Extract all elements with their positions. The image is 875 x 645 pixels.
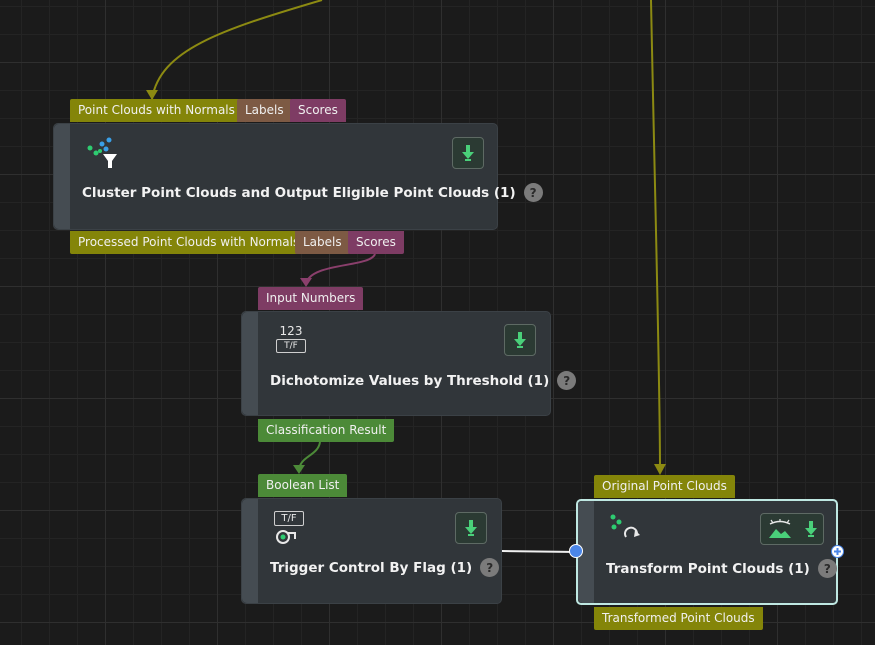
node-handle[interactable] bbox=[242, 312, 258, 415]
download-button[interactable] bbox=[452, 137, 484, 169]
number-to-boolean-icon: 123 T/F bbox=[276, 324, 306, 353]
port-output-scores[interactable]: Scores bbox=[348, 231, 404, 254]
download-arrow-icon bbox=[462, 145, 474, 161]
node-title-text: Cluster Point Clouds and Output Eligible… bbox=[82, 184, 516, 201]
download-arrow-icon bbox=[514, 332, 526, 348]
connection-input-anchor[interactable] bbox=[569, 544, 583, 558]
node-title: Trigger Control By Flag (1) ? bbox=[270, 558, 500, 577]
visualize-eye-icon[interactable] bbox=[767, 519, 793, 539]
node-dichotomize-values[interactable]: 123 T/F Dichotomize Values by Threshold … bbox=[241, 311, 577, 416]
port-output-labels[interactable]: Labels bbox=[295, 231, 350, 254]
trigger-flag-icon: T/F bbox=[274, 511, 308, 550]
port-input-point-clouds-with-normals[interactable]: Point Clouds with Normals bbox=[70, 99, 243, 122]
port-input-labels[interactable]: Labels bbox=[237, 99, 292, 122]
wire-arrowhead bbox=[293, 465, 305, 474]
add-output-connection-icon[interactable] bbox=[831, 545, 844, 558]
node-title-text: Trigger Control By Flag (1) bbox=[270, 559, 473, 576]
node-action-group bbox=[760, 513, 824, 545]
wire-trigger-to-transform bbox=[501, 550, 578, 553]
port-output-transformed-point-clouds[interactable]: Transformed Point Clouds bbox=[594, 607, 763, 630]
node-title-text: Dichotomize Values by Threshold (1) bbox=[270, 372, 550, 389]
download-arrow-icon[interactable] bbox=[804, 520, 818, 538]
node-handle[interactable] bbox=[242, 499, 258, 603]
download-arrow-icon bbox=[465, 520, 477, 536]
wire-to-cluster-input bbox=[151, 0, 323, 100]
node-handle[interactable] bbox=[578, 501, 594, 603]
cluster-filter-icon bbox=[87, 137, 117, 168]
port-output-processed-point-clouds[interactable]: Processed Point Clouds with Normals bbox=[70, 231, 308, 254]
node-title: Transform Point Clouds (1) ? bbox=[606, 559, 837, 578]
port-output-classification-result[interactable]: Classification Result bbox=[258, 419, 395, 442]
node-cluster-point-clouds[interactable]: Cluster Point Clouds and Output Eligible… bbox=[53, 123, 543, 230]
transform-points-icon bbox=[610, 514, 640, 538]
node-transform-point-clouds[interactable]: Transform Point Clouds (1) ? bbox=[576, 499, 838, 605]
node-title: Cluster Point Clouds and Output Eligible… bbox=[82, 183, 543, 202]
wire-scores-to-input-numbers bbox=[305, 253, 376, 285]
port-input-numbers[interactable]: Input Numbers bbox=[258, 287, 364, 310]
wire-arrowhead bbox=[654, 464, 666, 475]
wire-to-transform-input bbox=[650, 0, 661, 471]
help-icon[interactable]: ? bbox=[557, 371, 577, 390]
port-input-scores[interactable]: Scores bbox=[290, 99, 346, 122]
wire-classification-to-boolean bbox=[298, 441, 321, 471]
help-icon[interactable]: ? bbox=[523, 183, 543, 202]
port-input-original-point-clouds[interactable]: Original Point Clouds bbox=[594, 475, 735, 498]
download-button[interactable] bbox=[455, 512, 487, 544]
help-icon[interactable]: ? bbox=[817, 559, 837, 578]
wire-arrowhead bbox=[300, 278, 312, 287]
node-title-text: Transform Point Clouds (1) bbox=[606, 560, 810, 577]
node-trigger-control[interactable]: T/F Trigger Control By Flag (1) ? bbox=[241, 498, 502, 604]
help-icon[interactable]: ? bbox=[480, 558, 500, 577]
port-input-boolean-list[interactable]: Boolean List bbox=[258, 474, 348, 497]
node-handle[interactable] bbox=[54, 124, 70, 229]
download-button[interactable] bbox=[504, 324, 536, 356]
node-title: Dichotomize Values by Threshold (1) ? bbox=[270, 371, 577, 390]
